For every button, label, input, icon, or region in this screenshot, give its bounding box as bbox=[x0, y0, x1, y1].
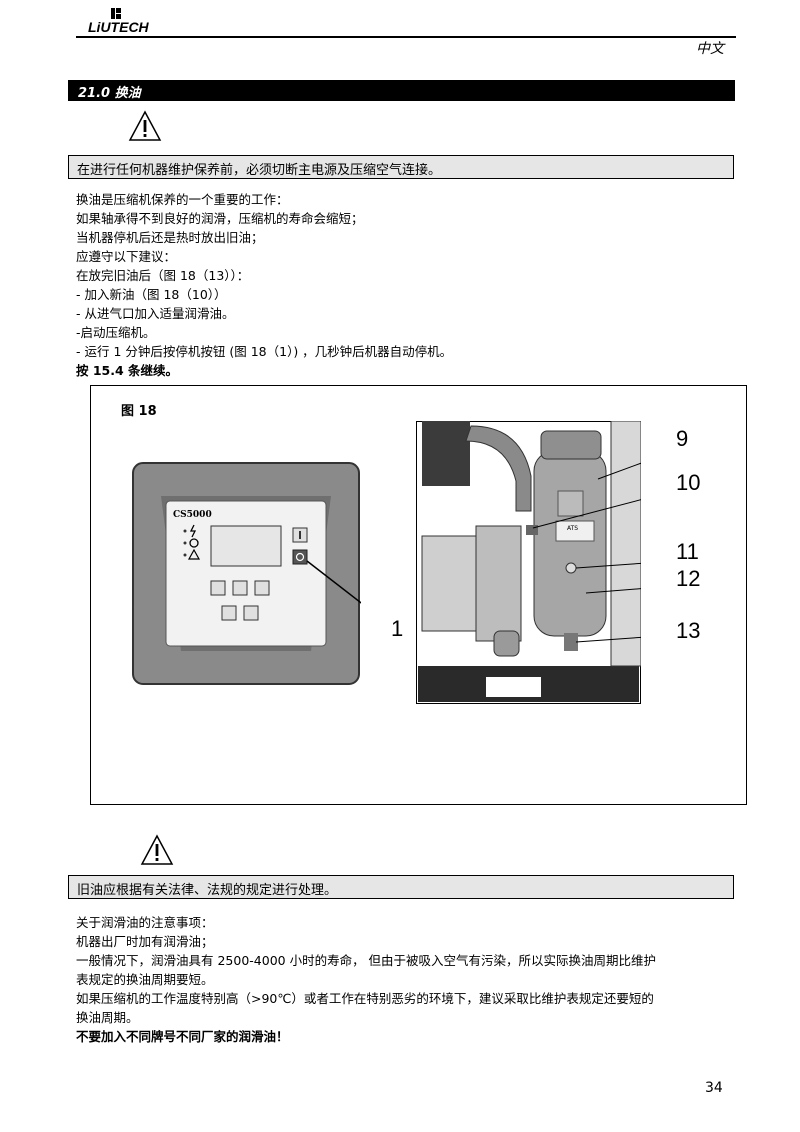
panel-face bbox=[165, 500, 327, 647]
motor-fan bbox=[422, 421, 470, 486]
oil-sight-glass bbox=[565, 562, 577, 574]
notes-line: 机器出厂时加有润滑油； bbox=[76, 934, 214, 949]
lubricant-notes: 关于润滑油的注意事项： 机器出厂时加有润滑油； 一般情况下，润滑油具有 2500… bbox=[76, 913, 736, 1046]
callout-13-label: 13 bbox=[676, 618, 701, 643]
warning-text-1: 在进行任何机器维护保养前，必须切断主电源及压缩空气连接。 bbox=[77, 163, 442, 178]
header-rule bbox=[76, 36, 736, 38]
callout-12-label: 12 bbox=[676, 566, 701, 591]
brand-logo: LiUTECH bbox=[76, 8, 156, 36]
callout-13-leader bbox=[575, 636, 641, 643]
circle-status-icon bbox=[189, 538, 199, 548]
key-up bbox=[221, 605, 237, 621]
intro-line: 应遵守以下建议： bbox=[76, 249, 177, 264]
callout-9-label: 9 bbox=[676, 426, 689, 451]
callout-10-leader bbox=[532, 499, 641, 529]
intro-line: - 从进气口加入适量润滑油。 bbox=[76, 306, 235, 321]
section-title-bar: 21.0 换油 bbox=[68, 80, 735, 101]
key-reset bbox=[210, 580, 226, 596]
intro-line: 当机器停机后还是热时放出旧油； bbox=[76, 230, 264, 245]
warning-triangle-icon bbox=[140, 834, 174, 865]
figure-label: 图 18 bbox=[121, 404, 157, 419]
brand-name: LiUTECH bbox=[88, 19, 149, 35]
notes-line: 换油周期。 bbox=[76, 1010, 139, 1025]
intro-line: 在放完旧油后（图 18（13））： bbox=[76, 268, 250, 283]
callout-1-leader bbox=[306, 560, 361, 604]
tank-plate bbox=[557, 490, 584, 517]
intro-line: 如果轴承得不到良好的润滑，压缩机的寿命会缩短； bbox=[76, 211, 364, 226]
callout-1-label: 1 bbox=[391, 616, 404, 641]
motor-flange bbox=[475, 525, 522, 642]
right-panel bbox=[610, 421, 641, 667]
panel-display bbox=[210, 525, 282, 567]
tank-label bbox=[555, 520, 595, 542]
stop-button bbox=[292, 549, 308, 565]
warning-notice-1: 在进行任何机器维护保养前，必须切断主电源及压缩空气连接。 bbox=[68, 155, 734, 179]
intro-continue: 按 15.4 条继续。 bbox=[76, 363, 179, 378]
oil-separator-tank bbox=[533, 450, 607, 637]
led-run bbox=[183, 541, 187, 545]
intro-line: - 加入新油（图 18（10）） bbox=[76, 287, 227, 302]
oil-filler-port bbox=[526, 525, 538, 535]
notes-line: 一般情况下，润滑油具有 2500-4000 小时的寿命， 但由于被吸入空气有污染… bbox=[76, 953, 657, 968]
compressor-illustration: ATS bbox=[416, 421, 641, 704]
led-power bbox=[183, 529, 187, 533]
warning-text-2: 旧油应根据有关法律、法规的规定进行处理。 bbox=[77, 883, 338, 898]
language-label: 中文 bbox=[696, 41, 724, 57]
control-panel-illustration: CS5000 bbox=[132, 462, 361, 685]
callout-11-leader bbox=[575, 562, 641, 569]
notes-line: 表规定的换油周期要短。 bbox=[76, 972, 214, 987]
notes-final-warning: 不要加入不同牌号不同厂家的润滑油！ bbox=[76, 1029, 289, 1044]
key-set bbox=[254, 580, 270, 596]
logo-mark-icon bbox=[111, 8, 121, 19]
notes-heading: 关于润滑油的注意事项： bbox=[76, 915, 214, 930]
warning-notice-2: 旧油应根据有关法律、法规的规定进行处理。 bbox=[68, 875, 734, 899]
warning-triangle-icon bbox=[128, 110, 162, 141]
motor-body bbox=[421, 535, 483, 632]
panel-model-label: CS5000 bbox=[173, 510, 212, 520]
intro-paragraph: 换油是压缩机保养的一个重要的工作： 如果轴承得不到良好的润滑，压缩机的寿命会缩短… bbox=[76, 190, 736, 380]
base-slot bbox=[486, 677, 541, 697]
intake-pipe bbox=[465, 425, 532, 512]
callout-10-label: 10 bbox=[676, 470, 701, 495]
svg-text:ATS: ATS bbox=[567, 525, 578, 532]
key-enter bbox=[232, 580, 248, 596]
page-number: 34 bbox=[705, 1080, 723, 1096]
intro-line: -启动压缩机。 bbox=[76, 325, 156, 340]
lightning-icon bbox=[189, 524, 197, 538]
intro-line: - 运行 1 分钟后按停机按钮 (图 18（1）) ，几秒钟后机器自动停机。 bbox=[76, 344, 453, 359]
figure-18: 图 18 CS5000 1 bbox=[90, 385, 747, 805]
callout-9-leader bbox=[597, 462, 641, 480]
key-down bbox=[243, 605, 259, 621]
coupling bbox=[493, 630, 520, 657]
section-title: 21.0 换油 bbox=[78, 86, 141, 101]
notes-line: 如果压缩机的工作温度特别高（>90℃）或者工作在特别恶劣的环境下，建议采取比维护… bbox=[76, 991, 654, 1006]
led-alarm bbox=[183, 553, 187, 557]
tank-cap bbox=[540, 430, 602, 460]
oil-drain-valve bbox=[564, 633, 578, 651]
alarm-triangle-icon bbox=[187, 548, 201, 560]
callout-12-leader bbox=[585, 588, 641, 594]
callout-11-label: 11 bbox=[676, 539, 699, 564]
intro-line: 换油是压缩机保养的一个重要的工作： bbox=[76, 192, 289, 207]
